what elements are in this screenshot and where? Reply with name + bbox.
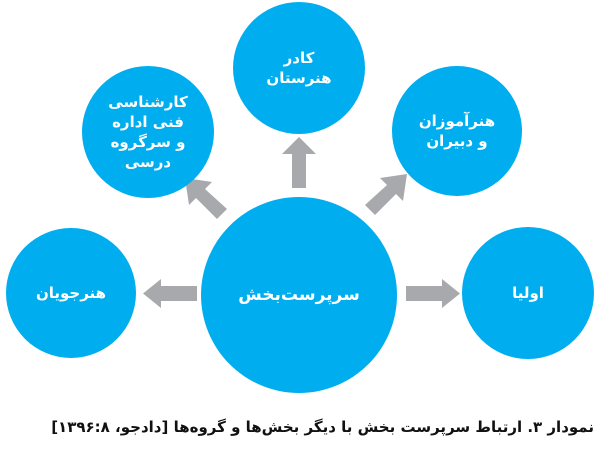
node-technical-experts: کارشناسی فنی اداره و سرگروه درسی <box>82 66 214 198</box>
arrow-right-icon <box>406 279 460 308</box>
figure-caption: نمودار ۳. ارتباط سرپرست بخش با دیگر بخش‌… <box>51 418 594 436</box>
node-label: کادر هنرستان <box>266 48 332 87</box>
node-label: هنرآموزان و دبیران <box>418 111 496 150</box>
node-students: هنرجویان <box>6 228 136 358</box>
arrow-up-right-icon <box>365 174 407 215</box>
node-school-staff: کادر هنرستان <box>233 2 365 134</box>
arrow-up-left-icon <box>185 178 227 219</box>
node-label: هنرجویان <box>35 283 107 302</box>
arrow-left-icon <box>143 279 197 308</box>
node-label: اولیا <box>512 283 544 302</box>
node-parents: اولیا <box>462 227 594 359</box>
node-label: کارشناسی فنی اداره و سرگروه درسی <box>108 92 188 172</box>
node-instructors-teachers: هنرآموزان و دبیران <box>392 66 522 196</box>
node-label: سرپرست‌بخش <box>238 284 360 305</box>
arrow-up-icon <box>282 137 316 188</box>
node-center-department-supervisor: سرپرست‌بخش <box>201 197 397 393</box>
relationship-diagram: سرپرست‌بخش کارشناسی فنی اداره و سرگروه د… <box>6 2 594 393</box>
arrows-layer <box>143 137 460 308</box>
